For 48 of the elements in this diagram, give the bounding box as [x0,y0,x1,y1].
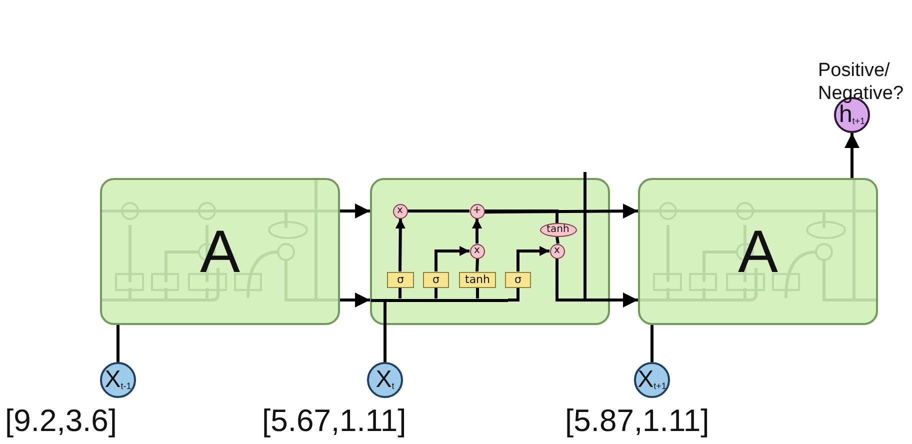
connector-line [434,288,438,298]
connector-line [116,325,120,362]
arrow [340,204,370,218]
operator-symbol: x [397,206,403,216]
operator-symbol: + [472,206,482,216]
caption-text: [9.2,3.6] [5,402,118,440]
operator-symbol: x [554,246,560,256]
caption-text: [5.67,1.11] [262,402,406,440]
operation-circle [470,244,484,258]
activation-ellipse [540,223,576,237]
arrow [844,133,860,178]
gate-box [423,272,449,288]
operation-circle [550,244,564,258]
arrow [340,292,370,308]
connector-line [384,302,386,362]
operation-circle [470,204,484,218]
arrow [434,246,470,272]
gate-box [387,272,414,288]
arrow [395,218,406,272]
input-circle [100,362,136,398]
input-circle [634,362,670,398]
connector-line [398,288,402,298]
caption-text: [5.87,1.11] [565,402,710,440]
bus-bar [371,298,508,302]
input-circle [367,362,403,398]
activation-label: tanh [546,225,570,235]
arrow [484,204,638,219]
gate-label: σ [432,274,440,285]
connector-line [476,288,479,298]
gate-box [505,272,531,288]
connector-line [476,258,479,272]
connector-line [556,236,560,244]
gate-box [459,272,496,288]
connector-line [508,288,520,302]
operator-symbol: x [474,246,480,256]
gate-label: tanh [465,274,490,285]
cell-label: A [200,222,240,282]
connector-line [484,210,558,223]
gate-label: σ [514,274,522,285]
arrow [516,246,550,272]
caption-text: Positive/ Negative? [818,60,905,104]
gate-label: σ [397,274,404,285]
operation-circle [392,204,408,218]
cell-label: A [738,222,778,282]
connector-line [408,210,470,212]
lstm-cell [370,178,610,325]
arrow [472,218,482,244]
connector-line [650,325,654,362]
